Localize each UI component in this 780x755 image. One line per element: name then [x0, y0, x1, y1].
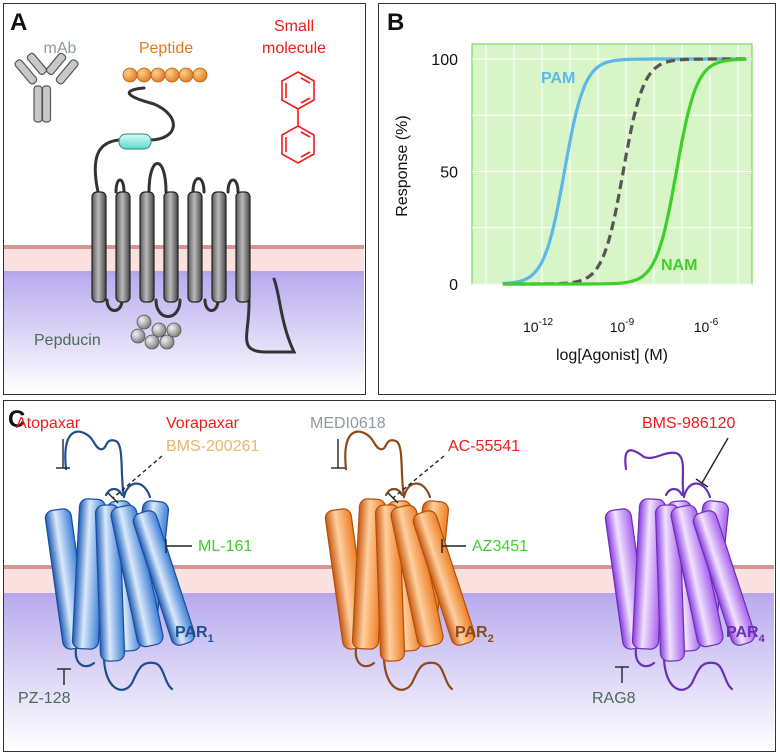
- y-tick-label: 100: [431, 52, 458, 69]
- par2-label: PAR2: [455, 624, 494, 645]
- panel-b: B 0 50 100 10-12 10-9 10-6 PAM NAM log[Agonis…: [378, 3, 776, 395]
- rag8-inhibition-icon: [615, 666, 629, 683]
- ml161-inhibition-icon: [165, 539, 192, 553]
- medi0618-label: MEDI0618: [310, 415, 386, 432]
- par4-receptor: [604, 449, 756, 691]
- pepducin-icon: [130, 314, 182, 350]
- panel-c-canvas: C PAR1 Atopaxar Vorapaxar BMS-200261: [4, 406, 774, 750]
- dose-response-chart: B 0 50 100 10-12 10-9 10-6 PAM NAM log[Agonis…: [387, 9, 753, 364]
- x-tick-label: 10-6: [694, 317, 719, 335]
- ac55541-label: AC-55541: [448, 438, 520, 455]
- x-axis-label: log[Agonist] (M): [556, 347, 668, 364]
- cytosol-area: [4, 275, 364, 393]
- panel-c: C PAR1 Atopaxar Vorapaxar BMS-200261: [3, 400, 776, 752]
- peptide-icon: [122, 67, 208, 83]
- x-tick-label: 10-12: [523, 317, 553, 335]
- vorapaxar-inhibition-icon: [107, 455, 163, 504]
- biphenyl-icon: [281, 71, 315, 164]
- pz128-inhibition-icon: [57, 668, 71, 685]
- axis-ticks: 0 50 100 10-12 10-9 10-6: [431, 52, 718, 335]
- series-layer: [502, 57, 747, 286]
- epitope-tag: [118, 133, 152, 150]
- vorapaxar-label: Vorapaxar: [166, 415, 240, 432]
- panel-c-letter: C: [8, 406, 25, 433]
- az3451-label: AZ3451: [472, 538, 528, 555]
- rag8-label: RAG8: [592, 690, 636, 707]
- atopaxar-inhibition-icon: [56, 439, 70, 469]
- ac55541-inhibition-icon: [387, 455, 445, 504]
- pam-label: PAM: [541, 70, 575, 87]
- az3451-inhibition-icon: [441, 539, 466, 553]
- pz128-label: PZ-128: [18, 690, 71, 707]
- ml161-label: ML-161: [198, 538, 252, 555]
- bms986120-label: BMS-986120: [642, 415, 735, 432]
- atopaxar-label: Atopaxar: [16, 415, 81, 432]
- receptor-loops: [93, 86, 297, 354]
- peptide-label: Peptide: [139, 40, 193, 57]
- medi0618-inhibition-icon: [331, 439, 345, 469]
- par1-receptor: [44, 430, 196, 691]
- panel-a-letter: A: [10, 9, 27, 36]
- mab-label: mAb: [44, 40, 77, 57]
- par1-label: PAR1: [175, 624, 214, 645]
- par4-label: PAR4: [726, 624, 766, 645]
- panel-a: A mAb Peptide Small molecule: [3, 3, 366, 395]
- y-axis-label: Response (%): [394, 115, 411, 216]
- receptor-helices: [91, 191, 251, 303]
- antibody-icon: [14, 52, 79, 123]
- y-tick-label: 0: [449, 277, 458, 294]
- x-tick-label: 10-9: [610, 317, 635, 335]
- bms986120-inhibition-icon: [695, 437, 729, 488]
- small-molecule-label-line1: Small: [274, 18, 314, 35]
- pepducin-label: Pepducin: [34, 332, 101, 349]
- panel-b-letter: B: [387, 9, 404, 36]
- series-line-pam: [502, 57, 747, 286]
- series-line-nam: [502, 57, 747, 286]
- small-molecule-label-line2: molecule: [262, 40, 326, 57]
- nam-label: NAM: [661, 257, 697, 274]
- plot-area: [471, 43, 753, 285]
- par2-receptor: [324, 430, 476, 691]
- panel-a-canvas: A mAb Peptide Small molecule: [4, 9, 364, 393]
- y-tick-label: 50: [440, 165, 458, 182]
- bms200261-label: BMS-200261: [166, 438, 259, 455]
- membrane-band: [4, 247, 364, 273]
